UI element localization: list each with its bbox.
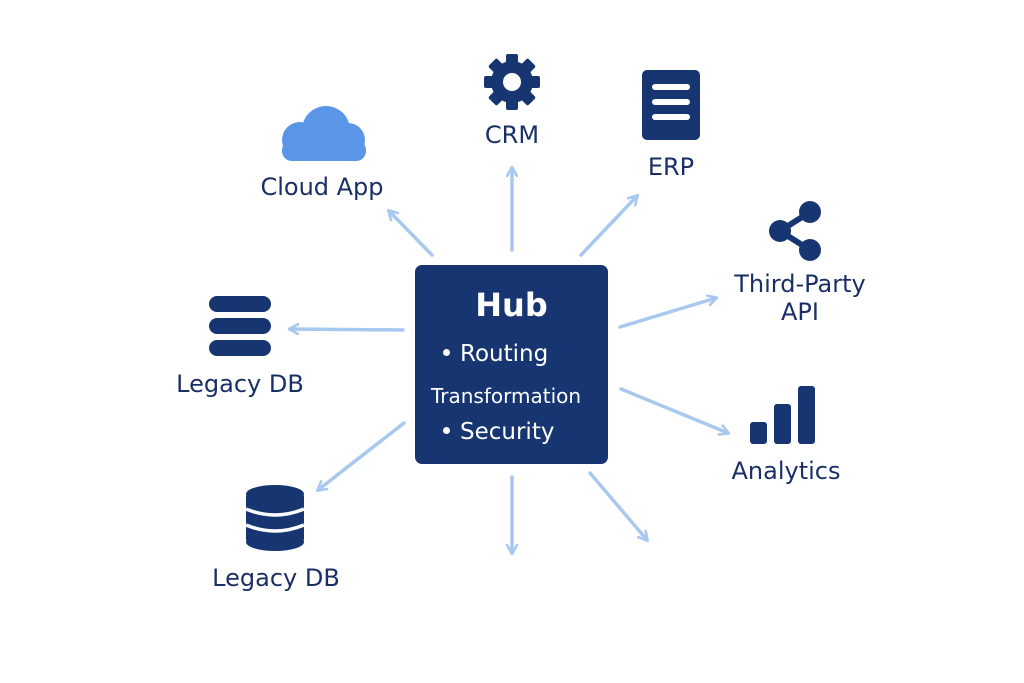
- hub-feature-label: Routing: [460, 341, 549, 367]
- gear-icon: [484, 54, 540, 110]
- arrow-down-right: [588, 471, 647, 540]
- arrow-to-erp: [579, 196, 637, 257]
- arrow-to-legacy-db-bottom: [318, 421, 406, 490]
- analytics-label: Analytics: [731, 457, 841, 485]
- legacy-db-bottom-label: Legacy DB: [212, 564, 340, 592]
- bullet-icon: [443, 349, 450, 356]
- crm-label: CRM: [484, 121, 540, 149]
- hub-box: Hub Routing Transformation Security: [415, 265, 608, 464]
- bar-chart-icon: [750, 386, 815, 444]
- hub-feature-routing: Routing: [443, 340, 548, 368]
- database-icon: [246, 485, 304, 551]
- hub-title: Hub: [475, 286, 548, 324]
- bullet-icon: [443, 427, 450, 434]
- arrow-to-legacy-db-top: [290, 329, 405, 330]
- arrow-to-analytics: [619, 387, 728, 433]
- erp-label: ERP: [647, 153, 695, 181]
- cloud-app-label: Cloud App: [260, 173, 384, 201]
- server-stack-icon: [209, 296, 271, 356]
- document-icon: [642, 70, 700, 140]
- hub-feature-transformation: Transformation: [431, 382, 581, 410]
- arrow-to-cloud-app: [389, 211, 434, 257]
- third-party-api-label-line2: API: [781, 298, 819, 326]
- hub-feature-label: Transformation: [431, 384, 582, 408]
- cloud-icon: [282, 106, 366, 161]
- legacy-db-top-label: Legacy DB: [176, 370, 304, 398]
- arrow-to-third-party-api: [618, 298, 716, 329]
- share-icon: [769, 201, 821, 261]
- third-party-api-label-line1: Third-Party: [734, 270, 866, 298]
- hub-feature-label: Security: [460, 419, 555, 445]
- hub-feature-security: Security: [443, 418, 554, 446]
